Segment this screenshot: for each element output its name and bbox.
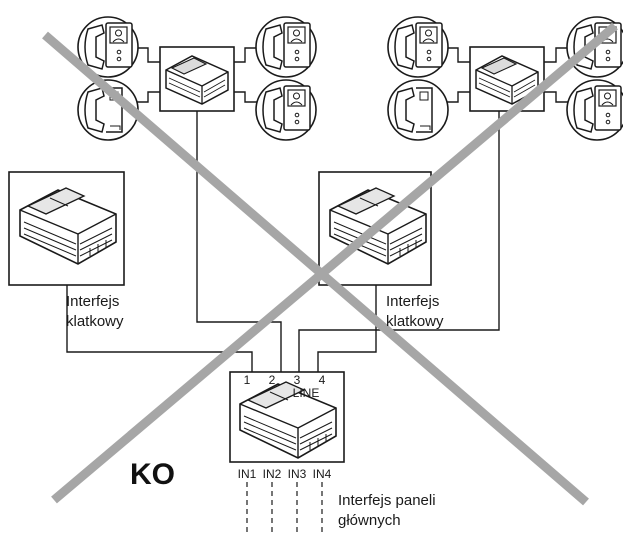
input-label: IN2	[263, 467, 282, 481]
main-panel-interface-box	[229, 371, 345, 463]
intercom-handset-icon	[387, 16, 449, 78]
terminal-label: 3	[294, 373, 301, 387]
interface-right-label: Interfejs	[386, 293, 439, 310]
input-wires	[246, 482, 323, 536]
intercom-handset-icon	[566, 79, 623, 141]
invalid-cross-mark	[42, 22, 618, 506]
line-label: LINE	[293, 386, 320, 400]
cross-stroke	[51, 22, 618, 504]
status-ko-label: KO	[130, 458, 175, 491]
main-panels-label: głównych	[338, 512, 401, 529]
terminal-label: 2	[269, 373, 276, 387]
terminal-label: 4	[319, 373, 326, 387]
terminal-label: 1	[244, 373, 251, 387]
interface-left-label: Interfejs	[66, 293, 119, 310]
right-station-connections	[445, 47, 568, 103]
intercom-handset-icon	[255, 16, 317, 78]
input-label: IN3	[288, 467, 307, 481]
left-station-connections	[135, 47, 258, 103]
right-distributor-box	[469, 46, 545, 112]
input-label: IN4	[313, 467, 332, 481]
interface-right-label: klatkowy	[386, 313, 444, 330]
interface-left-label: klatkowy	[66, 313, 124, 330]
cross-stroke	[42, 31, 589, 506]
main-panels-label: Interfejs paneli	[338, 492, 436, 509]
intercom-handset-icon	[255, 79, 317, 141]
audio-handset-icon	[387, 79, 449, 141]
input-label: IN1	[238, 467, 257, 481]
left-distributor-box	[159, 46, 235, 112]
left-floor-interface-box	[8, 171, 125, 286]
